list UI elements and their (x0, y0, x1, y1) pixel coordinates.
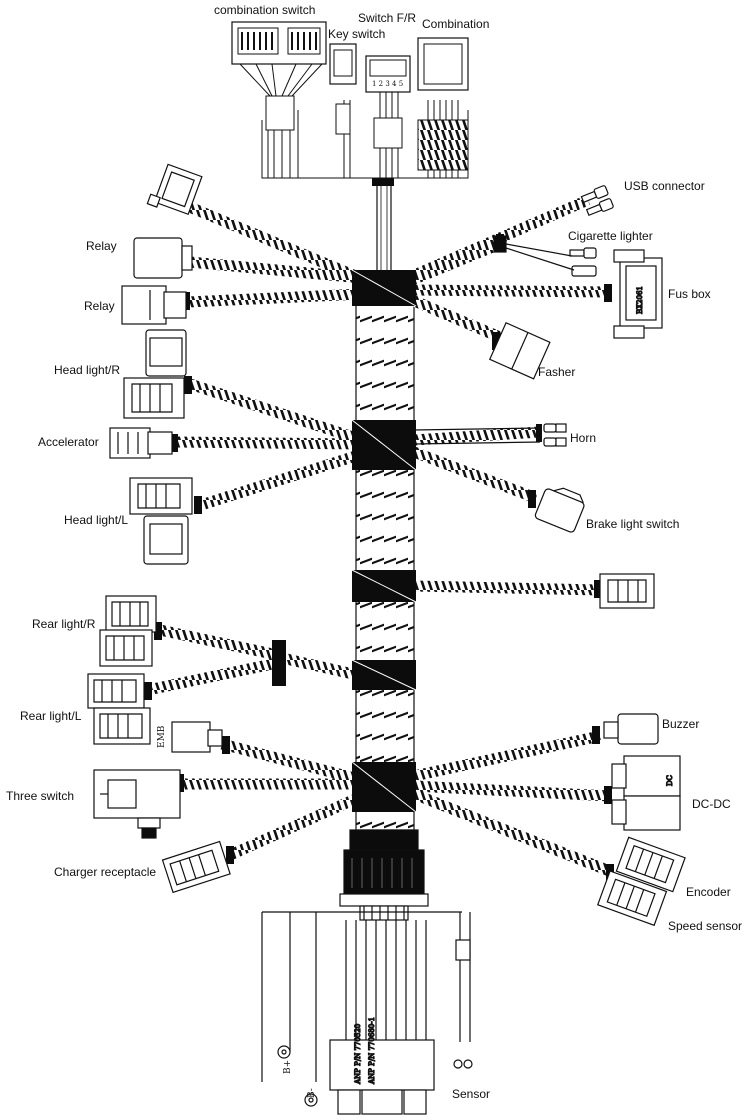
label-b-plus: B+ (283, 1060, 293, 1074)
combination-switch-connector (231, 21, 327, 131)
key-switch-connector (329, 43, 357, 135)
label-rear-light-r: Rear light/R (32, 617, 96, 631)
fuse-code: BX2061 (636, 286, 644, 314)
label-fasher: Fasher (538, 365, 575, 379)
label-sensor: Sensor (452, 1087, 490, 1101)
branch-rear-to-trunk (280, 652, 364, 682)
branches (146, 192, 615, 878)
connector-icon (146, 163, 203, 216)
branch-brake-light (412, 446, 538, 504)
connectors-right: BX2061 DC (413, 185, 686, 927)
branch-encoder (411, 788, 615, 878)
spiral-wrap-icon (355, 299, 415, 831)
cigarette-lighter-sleeve (493, 235, 507, 253)
label-usb-connector: USB connector (624, 179, 705, 193)
branch-rear-light-r (158, 624, 284, 662)
label-combination: Combination (422, 17, 489, 31)
connectors-left (87, 163, 231, 894)
branch-dc-dc (413, 780, 611, 802)
label-horn: Horn (570, 431, 596, 445)
fasher-connector (488, 321, 551, 380)
charger-receptacle-connector (161, 840, 231, 894)
branch-right-connector (413, 580, 601, 596)
label-combination-switch: combination switch (214, 3, 315, 17)
label-head-light-l: Head light/L (64, 513, 128, 527)
dc-mark: DC (666, 775, 674, 786)
label-charger-receptacle: Charger receptacle (54, 865, 156, 879)
branch-emb (220, 738, 364, 786)
bottom-assembly: ANP P/N 770520 ANP P/N 770680-1 (261, 829, 473, 1115)
label-speed-sensor: Speed sensor (668, 919, 742, 933)
main-trunk (355, 178, 415, 831)
branch-rear-light-l (146, 656, 284, 696)
branch-accelerator (175, 436, 363, 450)
label-head-light-r: Head light/R (54, 363, 120, 377)
text-labels: combination switch Switch F/R Combinatio… (6, 3, 742, 1101)
branch-fusbox (413, 284, 611, 298)
switch-pin-numbers: 1 2 3 4 5 (372, 80, 403, 88)
trunk-upper-cable (376, 181, 392, 273)
label-rear-light-l: Rear light/L (20, 709, 82, 723)
horn-terminals (413, 423, 567, 447)
trunk-clamp (372, 178, 394, 186)
label-encoder: Encoder (686, 885, 731, 899)
branch-buzzer (412, 730, 602, 782)
amp-line-2: ANP P/N 770680-1 (368, 1017, 376, 1085)
branch-relay-upper (189, 256, 363, 284)
label-emb: EMB (157, 725, 167, 748)
branch-cigarette (409, 238, 503, 286)
branch-relay-lower (187, 288, 363, 308)
dc-dc-connector-a (623, 755, 681, 797)
amp-line-1: ANP P/N 770520 (354, 1024, 362, 1085)
label-dc-dc: DC-DC (692, 797, 731, 811)
branch-head-light-r (188, 378, 364, 446)
switch-fr-connector: 1 2 3 4 5 (365, 55, 411, 149)
label-cigarette-lighter: Cigarette lighter (568, 229, 653, 243)
usb-connector-terminals (580, 185, 614, 217)
encoder-connector (596, 836, 686, 927)
label-fus-box: Fus box (668, 287, 711, 301)
head-light-r-connector (123, 377, 185, 419)
label-key-switch: Key switch (328, 27, 385, 41)
branch-top-left-connector (165, 192, 373, 288)
branch-horn (413, 426, 541, 446)
brake-light-switch-connector (534, 487, 585, 533)
emb-connector (171, 721, 211, 753)
label-brake-light-switch: Brake light switch (586, 517, 679, 531)
label-relay-1: Relay (86, 239, 117, 253)
amp-connector (329, 1039, 435, 1091)
trunk-clamps (351, 269, 417, 813)
dc-dc-connector-b (623, 795, 681, 831)
label-relay-2: Relay (84, 299, 115, 313)
branch-fasher (409, 294, 505, 344)
branch-head-light-l (196, 448, 364, 512)
combination-connector (417, 37, 469, 171)
label-three-switch: Three switch (6, 789, 74, 803)
label-accelerator: Accelerator (38, 435, 99, 449)
branch-charger (225, 790, 365, 862)
relay-lower-connector (121, 285, 167, 325)
label-switch-fr: Switch F/R (358, 11, 416, 25)
label-b-minus: B- (307, 1088, 317, 1098)
fus-box-connector: BX2061 (613, 249, 663, 339)
accelerator-connector (109, 427, 151, 459)
label-buzzer: Buzzer (662, 717, 699, 731)
relay-upper-connector (133, 237, 183, 279)
buzzer-connector (617, 713, 659, 745)
